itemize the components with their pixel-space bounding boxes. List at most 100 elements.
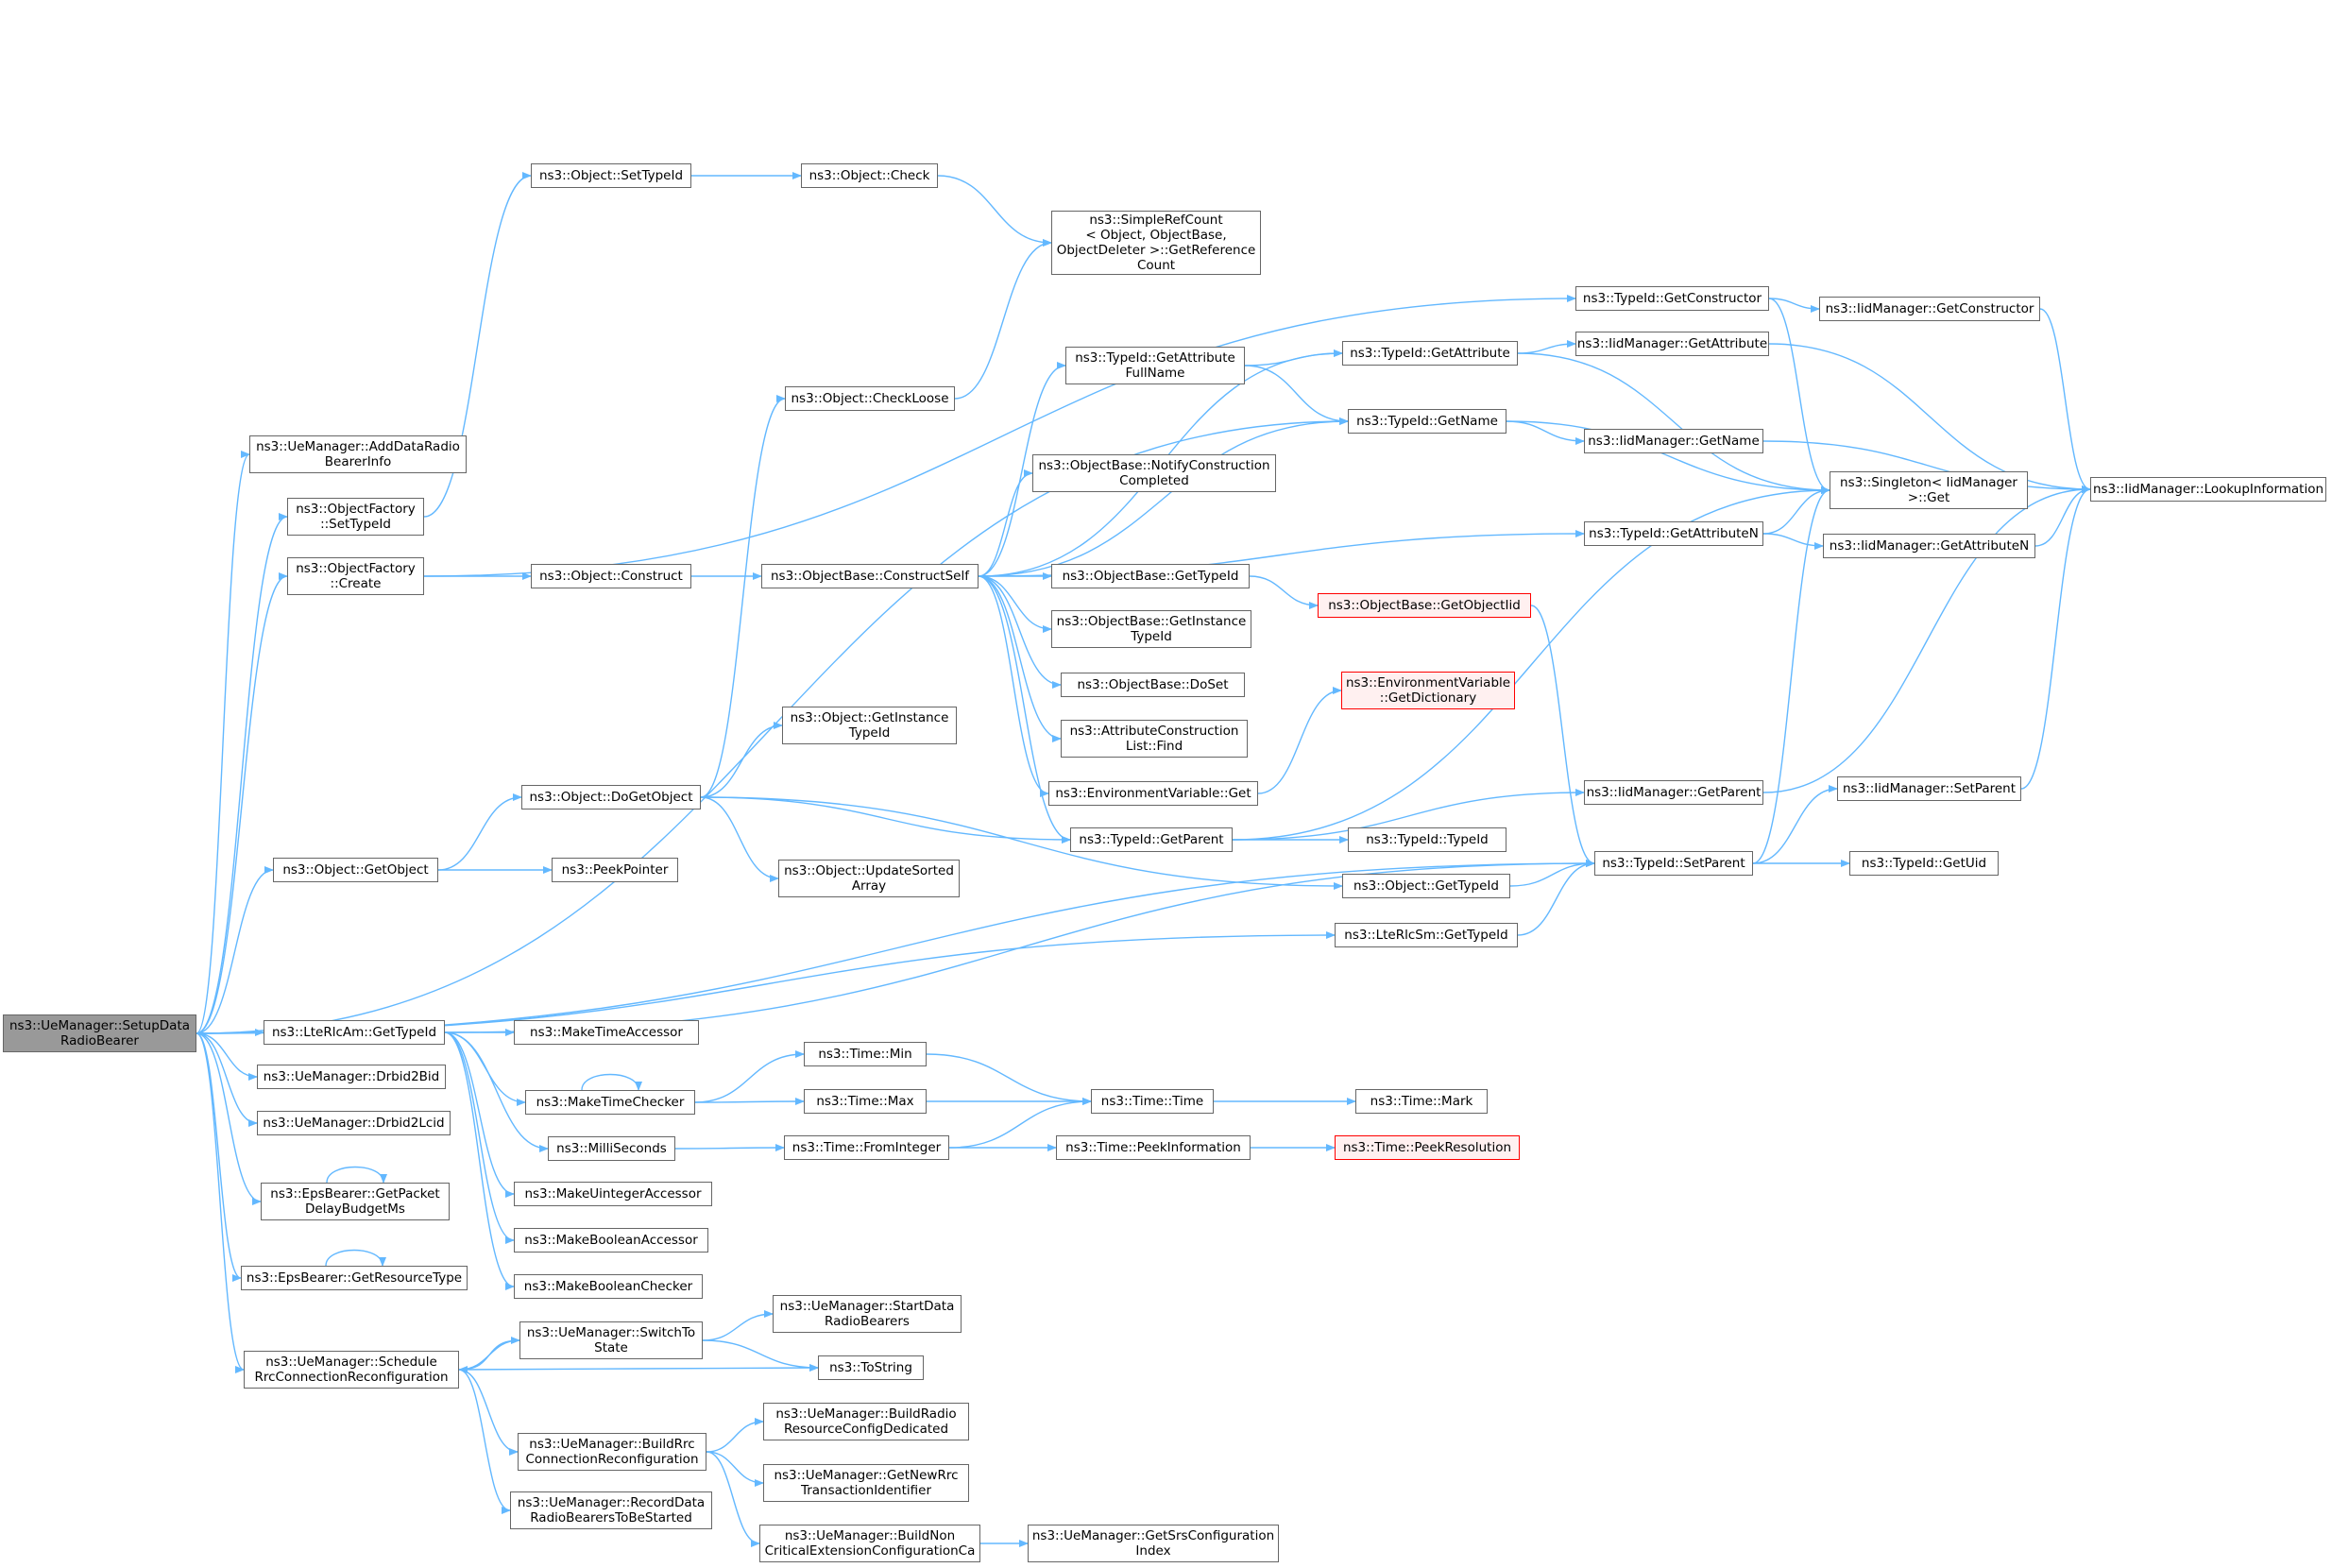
edge-tidGetConstructor-singletonGet [1768, 298, 1830, 494]
edge-objDoGetObject-objGetInstanceTypeId [700, 722, 783, 798]
node-type-id-get-attribute-n[interactable]: ns3::TypeId::GetAttributeN [1584, 521, 1763, 546]
edge-objBaseConstructSelf-obDoSet [978, 575, 1062, 689]
node-object-set-type-id[interactable]: ns3::Object::SetTypeId [531, 163, 691, 188]
edge-iidGetParent-iidLookup [1762, 486, 2091, 793]
node-iid-manager-get-attribute[interactable]: ns3::IidManager::GetAttribute [1575, 332, 1769, 356]
node-milli-seconds[interactable]: ns3::MilliSeconds [548, 1136, 675, 1161]
node-time-mark[interactable]: ns3::Time::Mark [1355, 1089, 1488, 1114]
node-iid-manager-get-parent[interactable]: ns3::IidManager::GetParent [1584, 780, 1763, 805]
node-to-string[interactable]: ns3::ToString [818, 1355, 924, 1380]
node-make-boolean-accessor[interactable]: ns3::MakeBooleanAccessor [514, 1228, 708, 1253]
node-ue-manager-build-rrc-connection-reconfiguration[interactable]: ns3::UeManager::BuildRrc ConnectionRecon… [518, 1433, 706, 1471]
node-type-id-get-name[interactable]: ns3::TypeId::GetName [1348, 409, 1506, 434]
node-time-max[interactable]: ns3::Time::Max [804, 1089, 927, 1114]
node-object-do-get-object[interactable]: ns3::Object::DoGetObject [521, 785, 701, 810]
edge-tidSetParent-iidSetParent [1752, 785, 1838, 864]
node-type-id-get-uid[interactable]: ns3::TypeId::GetUid [1849, 851, 1999, 876]
node-object-factory-set-type-id[interactable]: ns3::ObjectFactory ::SetTypeId [287, 498, 424, 536]
node-ue-manager-setup-data-radio-bearer: ns3::UeManager::SetupData RadioBearer [3, 1014, 196, 1052]
node-ue-manager-build-non-critical-extension-configuration-ca[interactable]: ns3::UeManager::BuildNon CriticalExtensi… [759, 1525, 980, 1562]
node-ue-manager-record-data-radio-bearers-to-be-started[interactable]: ns3::UeManager::RecordData RadioBearersT… [510, 1491, 712, 1529]
node-type-id-get-attribute[interactable]: ns3::TypeId::GetAttribute [1342, 341, 1518, 366]
node-eps-bearer-get-resource-type[interactable]: ns3::EpsBearer::GetResourceType [241, 1266, 468, 1290]
node-iid-manager-get-constructor[interactable]: ns3::IidManager::GetConstructor [1819, 297, 2040, 321]
edge-obGetObjectIid-tidSetParent [1530, 605, 1595, 867]
edge-objBaseConstructSelf-tidGetAttrFullName [978, 362, 1066, 577]
edge-root-ofSetTypeId [196, 513, 288, 1034]
edge-tidGetAttributeN-singletonGet [1762, 486, 1830, 535]
edge-timeFromInteger-timeTime [948, 1098, 1092, 1149]
node-type-id-get-constructor[interactable]: ns3::TypeId::GetConstructor [1575, 286, 1769, 311]
node-object-get-type-id[interactable]: ns3::Object::GetTypeId [1342, 874, 1510, 898]
edge-root-tidSetParent [196, 860, 1595, 1034]
node-object-base-notify-construction-completed[interactable]: ns3::ObjectBase::NotifyConstruction Comp… [1032, 454, 1276, 492]
node-type-id-type-id[interactable]: ns3::TypeId::TypeId [1348, 827, 1506, 852]
node-object-check[interactable]: ns3::Object::Check [801, 163, 938, 188]
edge-schedRrc-recordDrb [458, 1369, 511, 1514]
node-iid-manager-lookup-information[interactable]: ns3::IidManager::LookupInformation [2090, 477, 2326, 502]
node-attribute-construction-list-find[interactable]: ns3::AttributeConstruction List::Find [1061, 720, 1248, 758]
node-peek-pointer[interactable]: ns3::PeekPointer [552, 858, 678, 882]
edge-buildRrc-getNewRrc [706, 1451, 764, 1487]
edge-envGet-envGetDict [1257, 687, 1342, 794]
node-ue-manager-start-data-radio-bearers[interactable]: ns3::UeManager::StartData RadioBearers [773, 1295, 962, 1333]
node-make-time-accessor[interactable]: ns3::MakeTimeAccessor [514, 1020, 699, 1045]
node-object-factory-create[interactable]: ns3::ObjectFactory ::Create [287, 557, 424, 595]
node-object-base-construct-self[interactable]: ns3::ObjectBase::ConstructSelf [761, 564, 979, 588]
node-time-min[interactable]: ns3::Time::Min [804, 1042, 927, 1066]
node-type-id-get-attribute-full-name[interactable]: ns3::TypeId::GetAttribute FullName [1065, 347, 1245, 384]
edge-objGetObject-objDoGetObject [437, 793, 522, 871]
node-simple-ref-count-get-reference-count[interactable]: ns3::SimpleRefCount < Object, ObjectBase… [1051, 211, 1261, 275]
node-make-time-checker[interactable]: ns3::MakeTimeChecker [525, 1090, 695, 1115]
edge-switchToState-toString [702, 1339, 819, 1372]
edge-rlcAmGetTypeId-milliSeconds [444, 1031, 549, 1152]
node-ue-manager-get-srs-configuration-index[interactable]: ns3::UeManager::GetSrsConfiguration Inde… [1028, 1525, 1279, 1562]
node-iid-manager-get-name[interactable]: ns3::IidManager::GetName [1584, 429, 1763, 453]
edge-rlcSmGetTypeId-tidSetParent [1517, 860, 1595, 936]
node-ue-manager-build-radio-resource-config-dedicated[interactable]: ns3::UeManager::BuildRadio ResourceConfi… [763, 1403, 969, 1440]
node-time-peek-information[interactable]: ns3::Time::PeekInformation [1056, 1135, 1251, 1160]
node-ue-manager-schedule-rrc-connection-reconfiguration[interactable]: ns3::UeManager::Schedule RrcConnectionRe… [244, 1351, 459, 1389]
node-iid-manager-set-parent[interactable]: ns3::IidManager::SetParent [1837, 776, 2021, 801]
node-object-check-loose[interactable]: ns3::Object::CheckLoose [785, 386, 955, 411]
edge-switchToState-startDrb [702, 1310, 774, 1341]
node-object-base-get-type-id[interactable]: ns3::ObjectBase::GetTypeId [1051, 564, 1250, 588]
node-lte-rlc-sm-get-type-id[interactable]: ns3::LteRlcSm::GetTypeId [1335, 923, 1518, 947]
node-environment-variable-get[interactable]: ns3::EnvironmentVariable::Get [1048, 781, 1258, 806]
node-make-boolean-checker[interactable]: ns3::MakeBooleanChecker [514, 1274, 703, 1299]
edge-root-drbid2Lcid [196, 1032, 258, 1127]
node-time-time[interactable]: ns3::Time::Time [1091, 1089, 1214, 1114]
node-environment-variable-get-dictionary[interactable]: ns3::EnvironmentVariable ::GetDictionary [1341, 672, 1515, 709]
node-singleton-iid-manager-get[interactable]: ns3::Singleton< IidManager >::Get [1830, 471, 2028, 509]
node-ue-manager-get-new-rrc-transaction-identifier[interactable]: ns3::UeManager::GetNewRrc TransactionIde… [763, 1464, 969, 1502]
edge-root-drbid2Bid [196, 1032, 258, 1081]
node-make-uinteger-accessor[interactable]: ns3::MakeUintegerAccessor [514, 1182, 712, 1206]
node-lte-rlc-am-get-type-id[interactable]: ns3::LteRlcAm::GetTypeId [264, 1020, 445, 1045]
edge-objBaseConstructSelf-obNotifyConstruction [978, 469, 1033, 577]
edge-tidGetName-singletonGet [1506, 420, 1830, 494]
edge-root-schedRrc [196, 1032, 245, 1373]
edge-objBaseConstructSelf-envGet [978, 575, 1049, 797]
node-object-base-get-instance-type-id[interactable]: ns3::ObjectBase::GetInstance TypeId [1051, 610, 1251, 648]
node-ue-manager-drbid2lcid[interactable]: ns3::UeManager::Drbid2Lcid [257, 1111, 451, 1135]
node-object-base-get-object-iid[interactable]: ns3::ObjectBase::GetObjectIid [1318, 593, 1531, 618]
edge-milliSeconds-timeFromInteger [674, 1144, 785, 1152]
node-object-base-do-set[interactable]: ns3::ObjectBase::DoSet [1061, 673, 1245, 697]
edge-tidGetConstructor-iidGetConstructor [1768, 298, 1820, 313]
node-eps-bearer-get-packet-delay-budget-ms[interactable]: ns3::EpsBearer::GetPacket DelayBudgetMs [261, 1183, 450, 1220]
node-ue-manager-drbid2bid[interactable]: ns3::UeManager::Drbid2Bid [257, 1065, 446, 1089]
node-time-peek-resolution[interactable]: ns3::Time::PeekResolution [1335, 1135, 1520, 1160]
node-object-get-instance-type-id[interactable]: ns3::Object::GetInstance TypeId [782, 707, 957, 744]
node-ue-manager-switch-to-state[interactable]: ns3::UeManager::SwitchTo State [519, 1321, 703, 1359]
node-ue-manager-add-data-radio-bearer-info[interactable]: ns3::UeManager::AddDataRadio BearerInfo [249, 435, 467, 473]
node-object-update-sorted-array[interactable]: ns3::Object::UpdateSorted Array [778, 860, 960, 897]
node-iid-manager-get-attribute-n[interactable]: ns3::IidManager::GetAttributeN [1823, 534, 2035, 558]
node-object-construct[interactable]: ns3::Object::Construct [531, 564, 691, 588]
node-object-get-object[interactable]: ns3::Object::GetObject [273, 858, 438, 882]
node-time-from-integer[interactable]: ns3::Time::FromInteger [784, 1135, 949, 1160]
edge-tidGetAttrFullName-tidGetAttribute [1244, 349, 1343, 366]
node-type-id-set-parent[interactable]: ns3::TypeId::SetParent [1594, 851, 1753, 876]
edge-schedRrc-buildRrc [458, 1369, 519, 1456]
node-type-id-get-parent[interactable]: ns3::TypeId::GetParent [1070, 827, 1233, 852]
